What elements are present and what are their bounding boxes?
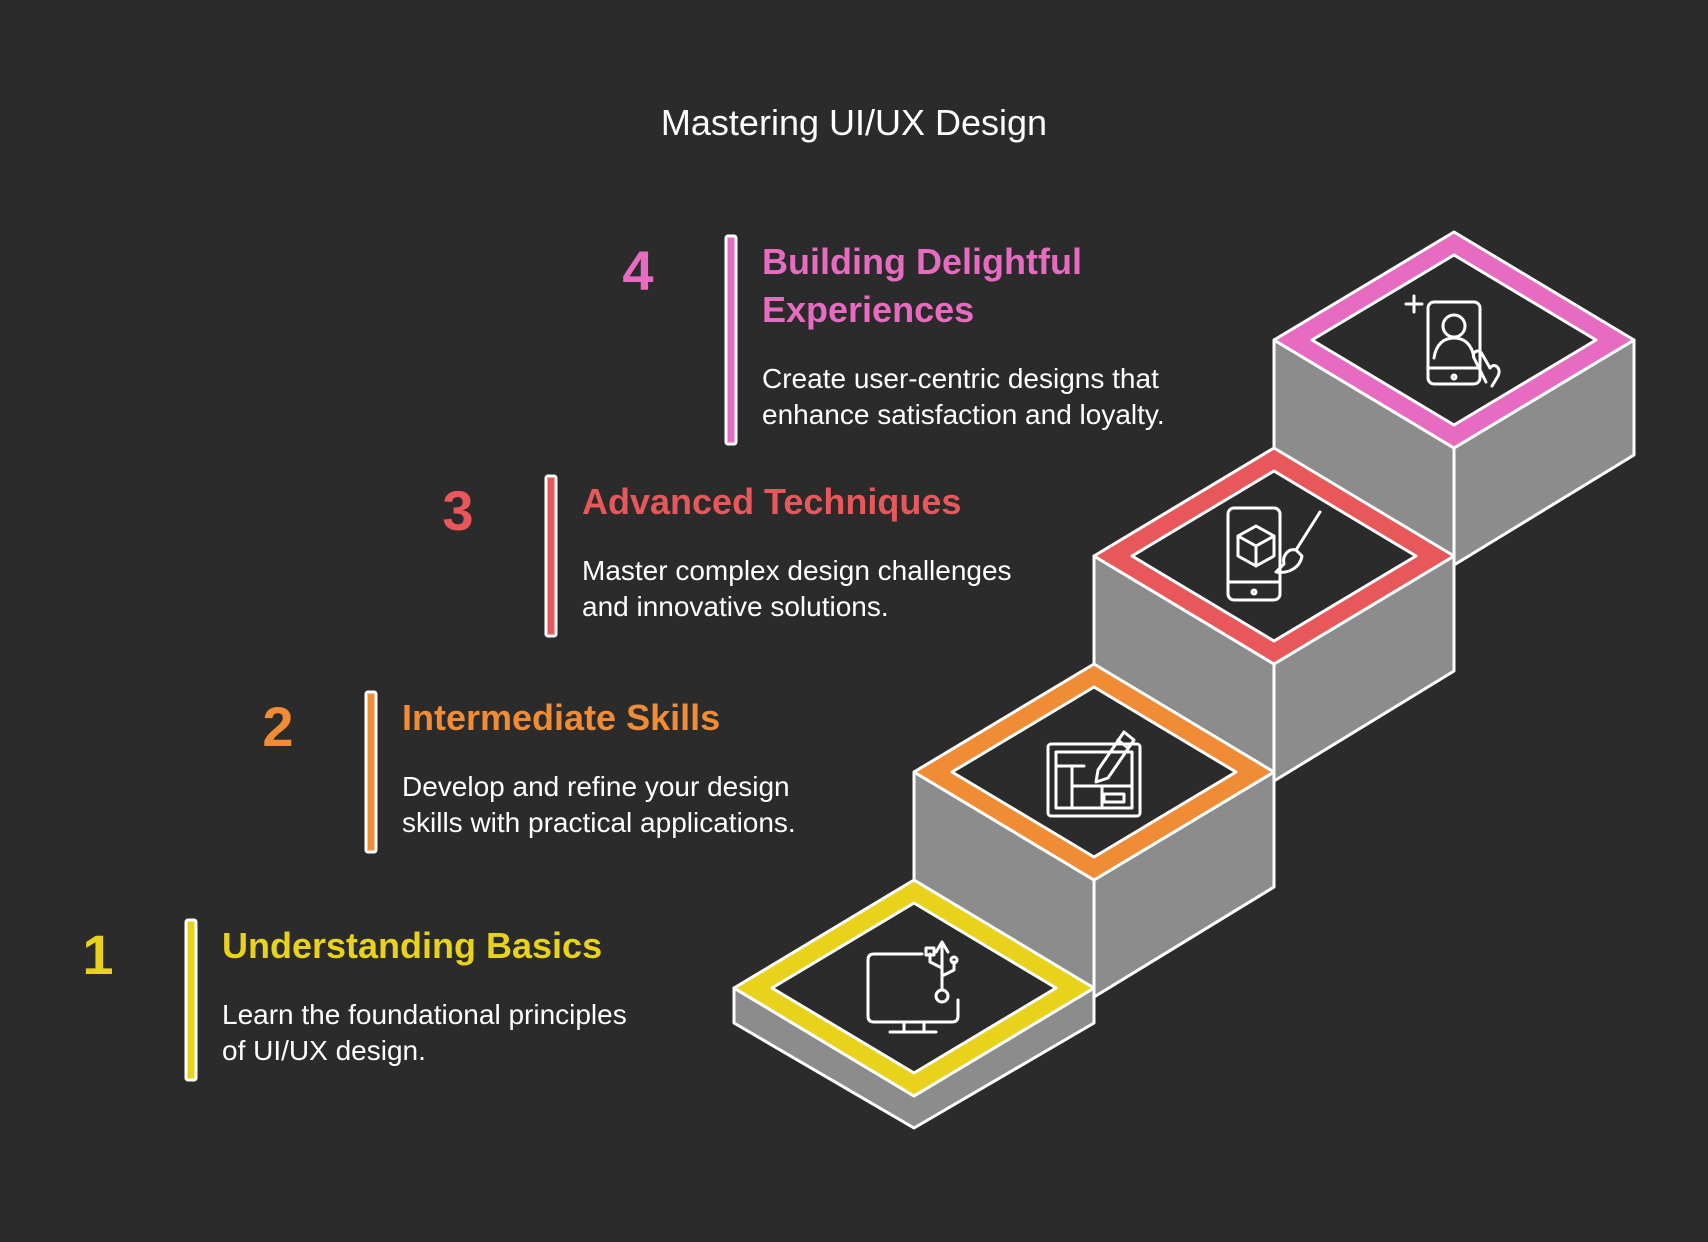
step-accent-bar-2 [364, 690, 378, 854]
step-heading-3: Advanced Techniques [582, 481, 961, 522]
step-number-1: 1 [82, 923, 113, 986]
phone-user-touch-icon [1404, 294, 1501, 388]
step-description-1: of UI/UX design. [222, 1035, 426, 1066]
step-description-4: enhance satisfaction and loyalty. [762, 399, 1165, 430]
step-number-4: 4 [622, 239, 653, 302]
step-inner-4 [1310, 253, 1598, 427]
step-description-2: Develop and refine your design [402, 771, 790, 802]
step-number-2: 2 [262, 695, 293, 758]
step-heading-2: Intermediate Skills [402, 697, 720, 738]
step-description-4: Create user-centric designs that [762, 363, 1159, 394]
step-heading-4: Experiences [762, 289, 974, 330]
step-description-3: and innovative solutions. [582, 591, 889, 622]
phone-cube-brush-icon [1226, 506, 1322, 602]
step-number-3: 3 [442, 479, 473, 542]
staircase [732, 230, 1636, 1130]
step-inner-1 [770, 901, 1058, 1075]
step-description-3: Master complex design challenges [582, 555, 1012, 586]
step-accent-bar-4 [724, 234, 738, 446]
monitor-usb-icon [866, 940, 960, 1034]
step-accent-bar-1 [184, 918, 198, 1082]
step-heading-1: Understanding Basics [222, 925, 602, 966]
step-heading-4: Building Delightful [762, 241, 1082, 282]
page-title: Mastering UI/UX Design [661, 102, 1047, 143]
step-accent-bar-3 [544, 474, 558, 638]
wireframe-pencil-icon [1046, 730, 1142, 818]
step-description-1: Learn the foundational principles [222, 999, 627, 1030]
step-inner-2 [950, 685, 1238, 859]
step-description-2: skills with practical applications. [402, 807, 796, 838]
step-block-3 [1092, 446, 1456, 783]
step-block-1 [732, 878, 1096, 1130]
